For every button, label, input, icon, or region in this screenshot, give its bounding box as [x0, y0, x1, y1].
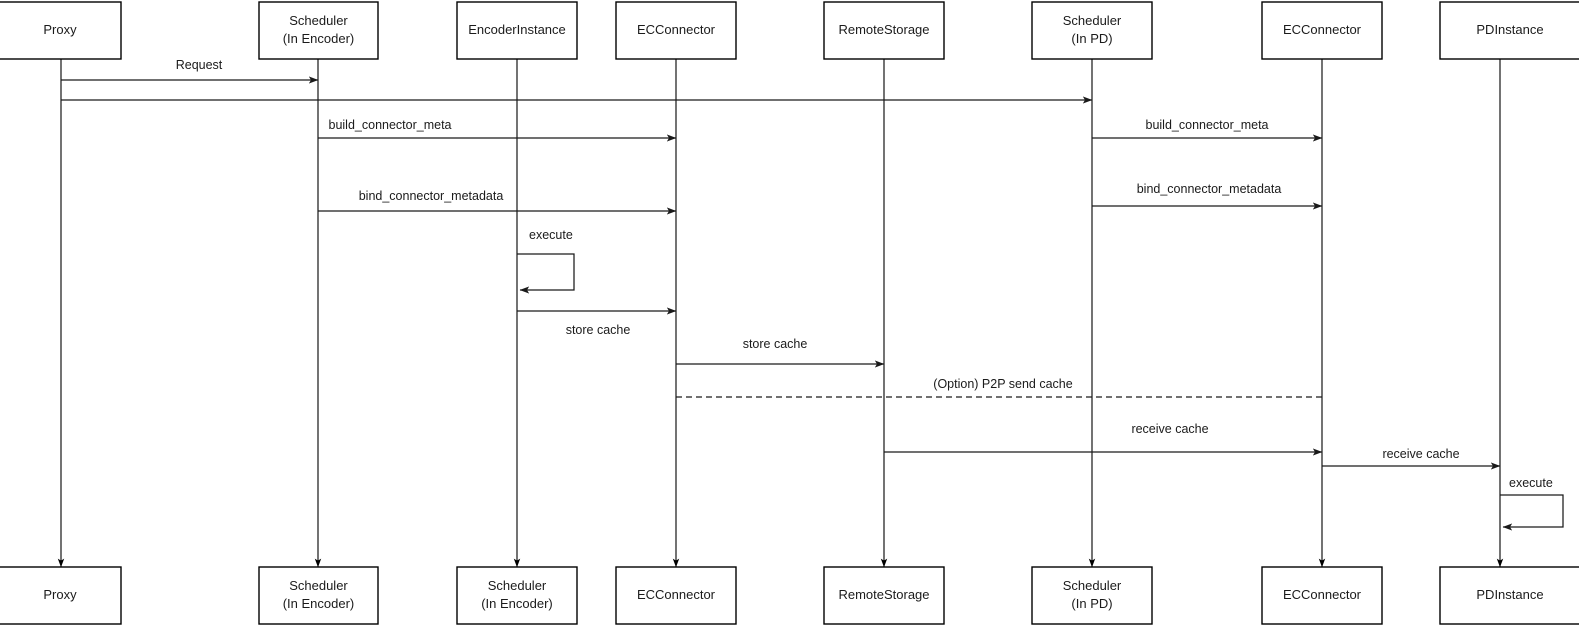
participant-footer-label-ecconn_pd: ECConnector	[1283, 587, 1362, 602]
participant-header-pd_inst[interactable]: PDInstance	[1439, 1, 1579, 60]
participant-header-label-proxy: Proxy	[43, 22, 77, 37]
participant-footer-label-sched_pd: Scheduler	[1063, 578, 1122, 593]
participant-header-label-encoder_inst: EncoderInstance	[468, 22, 566, 37]
self-message-s1[interactable]: execute	[517, 228, 575, 294]
participant-footer-label-proxy: Proxy	[43, 587, 77, 602]
message-label-m4: build_connector_meta	[1146, 118, 1269, 132]
participant-header-rect-encoder_inst	[456, 1, 578, 60]
participant-header-sched_pd[interactable]: Scheduler (In PD)	[1031, 1, 1153, 60]
self-message-path-s1	[517, 253, 575, 294]
participant-footer-label-ecconn_enc: ECConnector	[637, 587, 716, 602]
participant-footer-sublabel-sched_pd: (In PD)	[1071, 596, 1112, 611]
message-m7[interactable]: store cache	[517, 307, 677, 337]
message-label-m8: store cache	[743, 337, 808, 351]
participant-footer-rect-ecconn_enc	[615, 566, 737, 625]
participant-footer-rect-encoder_inst	[456, 566, 578, 625]
participant-footer-rect-proxy	[0, 566, 122, 625]
participant-header-rect-proxy	[0, 1, 122, 60]
message-label-m9: (Option) P2P send cache	[933, 377, 1072, 391]
participant-header-proxy[interactable]: Proxy	[0, 1, 122, 60]
participant-header-label-ecconn_pd: ECConnector	[1283, 22, 1362, 37]
message-m3[interactable]: build_connector_meta	[318, 118, 677, 142]
participant-footer-remote_store[interactable]: RemoteStorage	[823, 566, 945, 625]
message-label-m5: bind_connector_metadata	[359, 189, 504, 203]
participant-header-rect-remote_store	[823, 1, 945, 60]
participant-header-label-sched_pd: Scheduler	[1063, 13, 1122, 28]
participant-header-rect-sched_pd	[1031, 1, 1153, 60]
self-message-label-s2: execute	[1509, 476, 1553, 490]
participant-header-ecconn_pd[interactable]: ECConnector	[1261, 1, 1383, 60]
participant-footer-rect-ecconn_pd	[1261, 566, 1383, 625]
participant-footer-label-encoder_inst: Scheduler	[488, 578, 547, 593]
participant-footer-proxy[interactable]: Proxy	[0, 566, 122, 625]
participant-header-encoder_inst[interactable]: EncoderInstance	[456, 1, 578, 60]
message-m11[interactable]: receive cache	[1322, 447, 1501, 470]
participant-header-rect-sched_enc	[258, 1, 379, 60]
participant-header-label-pd_inst: PDInstance	[1476, 22, 1543, 37]
participant-header-ecconn_enc[interactable]: ECConnector	[615, 1, 737, 60]
participant-header-boxes: Proxy Scheduler (In Encoder) EncoderInstanc…	[0, 1, 1579, 60]
participant-header-rect-ecconn_enc	[615, 1, 737, 60]
participant-footer-rect-sched_pd	[1031, 566, 1153, 625]
participant-footer-ecconn_pd[interactable]: ECConnector	[1261, 566, 1383, 625]
message-m5[interactable]: bind_connector_metadata	[318, 189, 677, 215]
participant-header-sched_enc[interactable]: Scheduler (In Encoder)	[258, 1, 379, 60]
participant-header-rect-pd_inst	[1439, 1, 1579, 60]
message-label-m6: bind_connector_metadata	[1137, 182, 1282, 196]
message-label-m7: store cache	[566, 323, 631, 337]
message-label-m1: Request	[176, 58, 223, 72]
participant-footer-label-pd_inst: PDInstance	[1476, 587, 1543, 602]
participant-header-label-ecconn_enc: ECConnector	[637, 22, 716, 37]
self-message-label-s1: execute	[529, 228, 573, 242]
participant-footer-sublabel-encoder_inst: (In Encoder)	[481, 596, 553, 611]
participant-footer-pd_inst[interactable]: PDInstance	[1439, 566, 1579, 625]
participant-header-label-sched_enc: Scheduler	[289, 13, 348, 28]
participant-header-sublabel-sched_enc: (In Encoder)	[283, 31, 355, 46]
participant-footer-rect-remote_store	[823, 566, 945, 625]
message-label-m3: build_connector_meta	[329, 118, 452, 132]
participant-footer-sched_pd[interactable]: Scheduler (In PD)	[1031, 566, 1153, 625]
message-label-m10: receive cache	[1131, 422, 1208, 436]
participant-footer-boxes: Proxy Scheduler (In Encoder) Scheduler (In E…	[0, 566, 1579, 625]
message-m1[interactable]: Request	[61, 58, 319, 84]
self-message-s2[interactable]: execute	[1500, 476, 1564, 531]
participant-footer-encoder_inst[interactable]: Scheduler (In Encoder)	[456, 566, 578, 625]
participant-footer-label-sched_enc: Scheduler	[289, 578, 348, 593]
participant-footer-rect-pd_inst	[1439, 566, 1579, 625]
self-message-path-s2	[1500, 494, 1564, 531]
participant-footer-ecconn_enc[interactable]: ECConnector	[615, 566, 737, 625]
messages-group: Request build_connector_meta build_connect…	[61, 58, 1501, 470]
participant-header-rect-ecconn_pd	[1261, 1, 1383, 60]
participant-header-remote_store[interactable]: RemoteStorage	[823, 1, 945, 60]
lifelines-group	[57, 59, 1504, 568]
participant-footer-sched_enc[interactable]: Scheduler (In Encoder)	[258, 566, 379, 625]
participant-footer-label-remote_store: RemoteStorage	[838, 587, 929, 602]
message-m9[interactable]: (Option) P2P send cache	[676, 377, 1322, 398]
participant-header-sublabel-sched_pd: (In PD)	[1071, 31, 1112, 46]
participant-header-label-remote_store: RemoteStorage	[838, 22, 929, 37]
message-m10[interactable]: receive cache	[884, 422, 1323, 456]
message-m6[interactable]: bind_connector_metadata	[1092, 182, 1323, 210]
message-m8[interactable]: store cache	[676, 337, 885, 368]
message-m4[interactable]: build_connector_meta	[1092, 118, 1323, 142]
participant-footer-sublabel-sched_enc: (In Encoder)	[283, 596, 355, 611]
participant-footer-rect-sched_enc	[258, 566, 379, 625]
self-messages-group: execute execute	[517, 228, 1564, 531]
message-label-m11: receive cache	[1382, 447, 1459, 461]
